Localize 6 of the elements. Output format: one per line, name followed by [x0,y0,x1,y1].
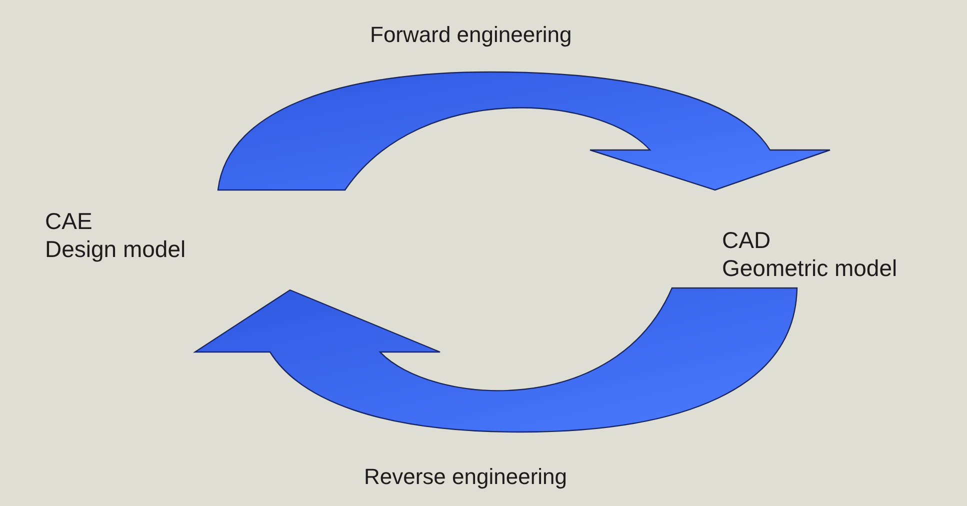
node-label: CAD [722,226,772,254]
node-label: CAE [45,207,94,235]
node-label: Geometric model [722,254,898,282]
curved-block-arrow [217,71,831,191]
curved-block-arrow [194,287,798,433]
node-label: Design model [45,235,186,263]
